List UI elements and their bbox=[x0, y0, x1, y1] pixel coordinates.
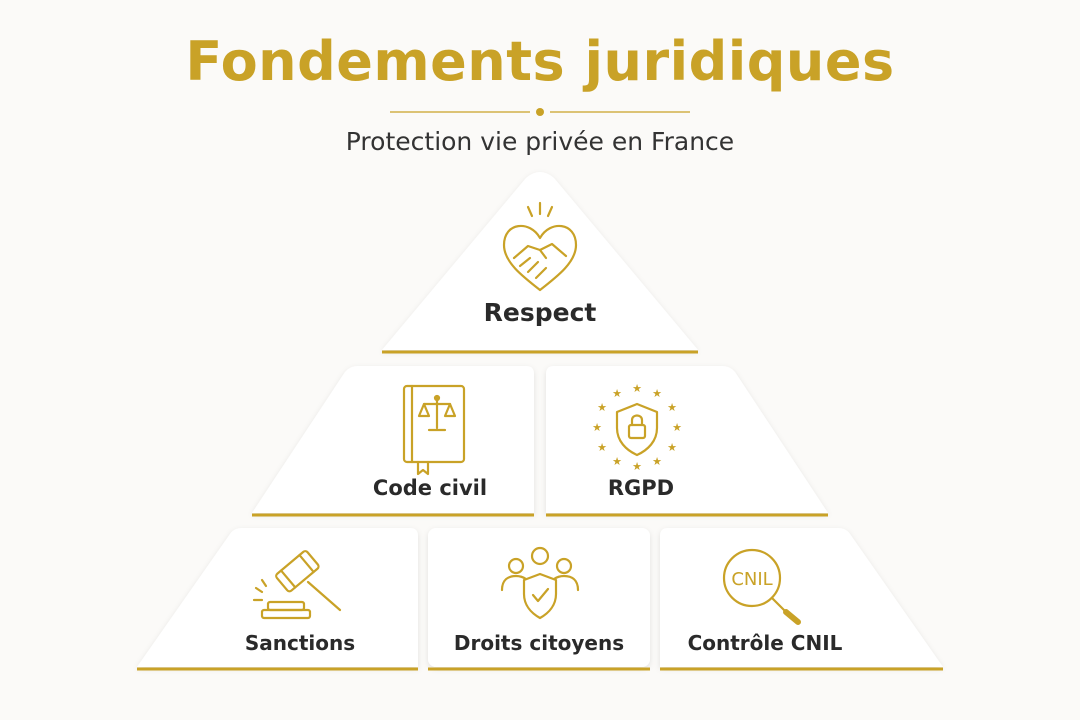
label-rgpd: RGPD bbox=[607, 476, 675, 500]
svg-text:★: ★ bbox=[667, 441, 677, 454]
tier-bottom-sanctions bbox=[137, 528, 418, 671]
people-shield-icon bbox=[500, 546, 580, 620]
svg-text:★: ★ bbox=[592, 421, 602, 434]
eu-stars-shield-lock-icon: ★ ★ ★ ★ ★ ★ ★ ★ ★ ★ ★ ★ bbox=[592, 382, 682, 473]
title-divider bbox=[390, 108, 690, 116]
tier-bottom-cnil bbox=[660, 528, 943, 671]
tier-middle-rgpd bbox=[546, 366, 828, 517]
svg-text:★: ★ bbox=[632, 460, 642, 473]
svg-text:★: ★ bbox=[667, 401, 677, 414]
page-subtitle: Protection vie privée en France bbox=[345, 127, 735, 156]
svg-text:★: ★ bbox=[612, 387, 622, 400]
page-title: Fondements juridiques bbox=[185, 30, 895, 93]
svg-text:★: ★ bbox=[612, 455, 622, 468]
label-sanctions: Sanctions bbox=[244, 631, 356, 655]
gavel-icon bbox=[252, 550, 342, 620]
svg-text:★: ★ bbox=[652, 455, 662, 468]
svg-text:★: ★ bbox=[632, 382, 642, 395]
label-controle-cnil: Contrôle CNIL bbox=[687, 631, 843, 655]
tier-top-respect bbox=[382, 172, 698, 354]
svg-text:★: ★ bbox=[597, 401, 607, 414]
label-respect: Respect bbox=[483, 298, 597, 327]
cnil-magnifier-icon: CNIL bbox=[722, 548, 801, 625]
tier-bottom-droits bbox=[428, 528, 650, 671]
cnil-icon-text: CNIL bbox=[731, 569, 772, 590]
heart-handshake-icon bbox=[502, 201, 578, 292]
svg-text:★: ★ bbox=[652, 387, 662, 400]
label-code-civil: Code civil bbox=[372, 476, 488, 500]
law-book-scales-icon bbox=[402, 384, 466, 476]
svg-text:★: ★ bbox=[672, 421, 682, 434]
svg-text:★: ★ bbox=[597, 441, 607, 454]
label-droits-citoyens: Droits citoyens bbox=[453, 631, 625, 655]
